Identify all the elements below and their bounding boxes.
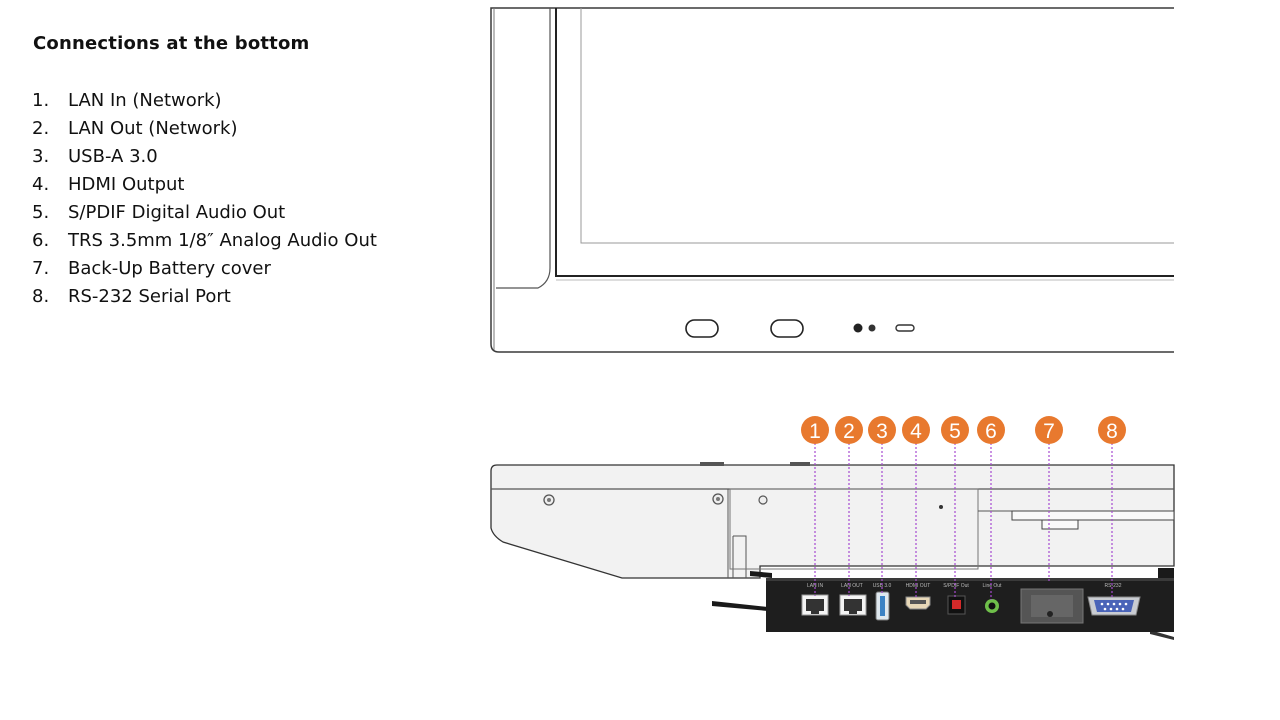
callout-badge: 3	[868, 416, 896, 444]
list-item: 1. LAN In (Network)	[32, 88, 377, 116]
callout-badge: 2	[835, 416, 863, 444]
slide-title: Connections at the bottom	[33, 33, 310, 54]
callout-badge: 8	[1098, 416, 1126, 444]
port-label: LAN OUT	[841, 583, 863, 589]
callout-number: 1	[809, 420, 821, 443]
item-number: 5.	[32, 202, 50, 223]
callout-badge: 6	[977, 416, 1005, 444]
battery-cover-icon	[1020, 588, 1084, 624]
rs232-port-icon	[1087, 596, 1141, 616]
list-item: 8. RS-232 Serial Port	[32, 284, 377, 312]
callout-number: 8	[1106, 420, 1118, 443]
lan-in-port-icon	[801, 594, 829, 616]
callout-number: 4	[910, 420, 922, 443]
port-label: USB 3.0	[873, 583, 892, 589]
callout-number: 7	[1043, 420, 1055, 443]
sensor-icon	[868, 324, 876, 332]
port-label: Line Out	[983, 583, 1003, 589]
item-label: USB-A 3.0	[68, 146, 158, 167]
sensor-icon	[853, 323, 863, 333]
usb-c-port-icon	[895, 324, 915, 332]
list-item: 2. LAN Out (Network)	[32, 116, 377, 144]
item-number: 4.	[32, 174, 50, 195]
callout-badge: 1	[801, 416, 829, 444]
callout-badge: 7	[1035, 416, 1063, 444]
port-label: HDMI OUT	[906, 583, 931, 589]
callout-badge: 4	[902, 416, 930, 444]
item-number: 8.	[32, 286, 50, 307]
lan-out-port-icon	[839, 594, 867, 616]
callout-badge: 5	[941, 416, 969, 444]
item-number: 1.	[32, 90, 50, 111]
item-label: HDMI Output	[68, 174, 185, 195]
item-number: 2.	[32, 118, 50, 139]
port-label: S/PDIF Out	[943, 583, 969, 589]
port-label: RS-232	[1105, 583, 1122, 589]
item-label: TRS 3.5mm 1/8″ Analog Audio Out	[68, 230, 377, 251]
item-label: S/PDIF Digital Audio Out	[68, 202, 286, 223]
audio-jack-port-icon	[985, 599, 999, 613]
callout-number: 2	[843, 420, 855, 443]
item-number: 7.	[32, 258, 50, 279]
item-label: LAN Out (Network)	[68, 118, 238, 139]
list-item: 3. USB-A 3.0	[32, 144, 377, 172]
item-label: Back-Up Battery cover	[68, 258, 271, 279]
leader-lines	[814, 443, 1113, 600]
front-button-icon	[770, 319, 804, 338]
list-item: 5. S/PDIF Digital Audio Out	[32, 200, 377, 228]
display-bezel	[490, 7, 1174, 353]
callout-number: 3	[876, 420, 888, 443]
list-item: 4. HDMI Output	[32, 172, 377, 200]
spdif-port-icon	[947, 595, 966, 615]
connection-list: 1. LAN In (Network) 2. LAN Out (Network) 3…	[32, 88, 377, 312]
item-label: LAN In (Network)	[68, 90, 222, 111]
hdmi-port-icon	[905, 596, 931, 610]
callout-number: 6	[985, 420, 997, 443]
item-number: 3.	[32, 146, 50, 167]
callout-number: 5	[949, 420, 961, 443]
front-button-icon	[685, 319, 719, 338]
item-label: RS-232 Serial Port	[68, 286, 231, 307]
list-item: 6. TRS 3.5mm 1/8″ Analog Audio Out	[32, 228, 377, 256]
port-label: LAN IN	[807, 583, 824, 589]
usb-a-port-icon	[875, 591, 890, 621]
list-item: 7. Back-Up Battery cover	[32, 256, 377, 284]
item-number: 6.	[32, 230, 50, 251]
